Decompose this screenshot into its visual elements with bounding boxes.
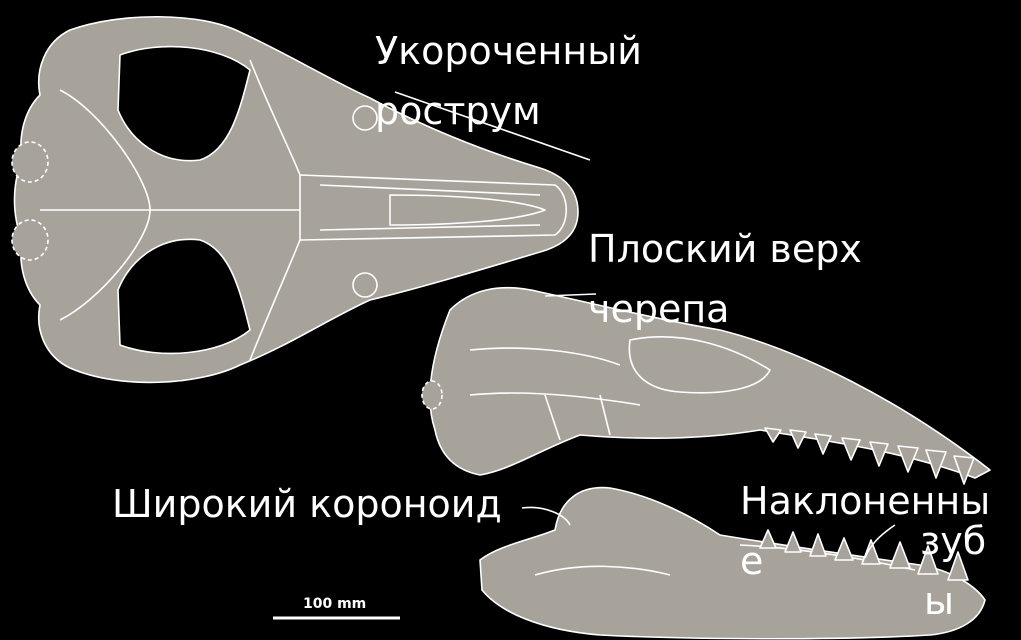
scale-bar-label: 100 mm <box>303 596 366 612</box>
teeth-label-line1: Наклоненны <box>740 482 990 520</box>
teeth-label-line3: е <box>740 542 763 580</box>
teeth-label-line4: ы <box>924 582 954 620</box>
rostrum-label-line1: Укороченный <box>375 32 642 70</box>
teeth-label-line2: зуб <box>920 522 986 560</box>
flat-top-label-line2: черепа <box>588 290 729 328</box>
flat-top-label-line1: Плоский верх <box>588 230 862 268</box>
rostrum-label-line2: рострум <box>375 92 541 130</box>
coronoid-label: Широкий короноид <box>112 485 502 523</box>
